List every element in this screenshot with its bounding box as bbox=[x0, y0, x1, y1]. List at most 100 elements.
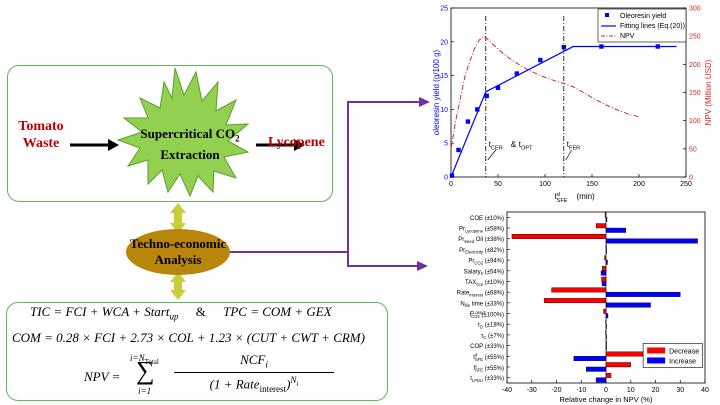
category-label: PrElectricity (±82%) bbox=[459, 248, 504, 255]
eq3-den-sup: Ni bbox=[290, 375, 299, 388]
yield-point bbox=[449, 173, 455, 178]
x-tick-label: 20 bbox=[652, 387, 660, 394]
category-label: COP (±33%) bbox=[470, 344, 504, 350]
legend-label-yield: Oleoresin yield bbox=[620, 13, 666, 20]
y-right-tick-label: 0 bbox=[689, 175, 693, 182]
category-label: Nlife time (±33%) bbox=[460, 301, 504, 308]
legend-marker-increase bbox=[647, 357, 666, 364]
equation-3-numerator: NCFi bbox=[174, 352, 334, 370]
decrease-bar bbox=[601, 276, 607, 282]
legend-label-decrease: Decrease bbox=[669, 348, 699, 355]
legend-marker-decrease bbox=[647, 347, 666, 354]
increase-bar bbox=[605, 227, 626, 233]
x-tick-label: -40 bbox=[502, 387, 512, 394]
double-arrow-bottom bbox=[170, 272, 186, 300]
category-label: TAXCor (±10%) bbox=[465, 280, 504, 287]
yield-point bbox=[561, 45, 566, 50]
fraction-bar bbox=[174, 372, 334, 373]
y-right-tick-label: 300 bbox=[689, 6, 701, 13]
increase-bar bbox=[605, 238, 698, 244]
double-arrow-top bbox=[170, 203, 186, 233]
category-label: COE (±10%) bbox=[470, 216, 504, 222]
increase-bar bbox=[605, 259, 608, 265]
eq3-den-sup-i: i bbox=[296, 379, 299, 388]
category-label: τD (±18%) bbox=[478, 323, 504, 330]
equation-2: COM = 0.28 × FCI + 2.73 × COL + 1.23 × (… bbox=[12, 330, 365, 345]
sum-top: i=N bbox=[130, 353, 145, 363]
category-label: PrCO2 (±94%) bbox=[468, 259, 504, 266]
yield-point bbox=[599, 44, 604, 49]
increase-bar bbox=[605, 217, 608, 223]
increase-bar bbox=[605, 302, 651, 308]
category-label: Rateinterest (±68%) bbox=[457, 291, 504, 298]
decrease-bar bbox=[605, 362, 631, 368]
x-axis-label: Relative change in NPV (%) bbox=[560, 395, 653, 404]
eq1-amp: & bbox=[195, 304, 206, 319]
annotation-label-amp: & bbox=[511, 140, 517, 149]
y-right-tick-label: 200 bbox=[689, 62, 701, 69]
y-left-tick-label: 20 bbox=[440, 39, 448, 46]
fitting-line bbox=[450, 45, 677, 178]
x-tick-label: -20 bbox=[551, 387, 561, 394]
equation-1: TIC = FCI + WCA + Startup & TPC = COM + … bbox=[30, 304, 332, 322]
eq3-den-sup-n: N bbox=[290, 375, 297, 385]
connector-lines bbox=[230, 101, 422, 267]
y-right-tick-label: 150 bbox=[689, 90, 701, 97]
decrease-bar bbox=[605, 330, 607, 336]
eq1-tic: TIC = FCI + WCA + Start bbox=[30, 304, 170, 319]
eq3-num-sub: i bbox=[265, 359, 268, 370]
x-tick-label: 250 bbox=[680, 181, 692, 188]
category-label: PrSeed Oil (±38%) bbox=[458, 237, 504, 244]
output-label: Lycopene bbox=[268, 135, 325, 150]
x-tick-label: 10 bbox=[627, 387, 635, 394]
eq1-tpc: TPC = COM + GEX bbox=[223, 304, 332, 319]
decrease-bar bbox=[551, 287, 607, 293]
x-tick-label: 100 bbox=[539, 181, 551, 188]
burst-label: Supercritical CO2 Extraction bbox=[135, 126, 245, 163]
y-left-axis-label: oleoresin yield (g/100 g) bbox=[432, 49, 441, 135]
x-tick-label: 0 bbox=[449, 181, 453, 188]
x-tick-label: -10 bbox=[576, 387, 586, 394]
output-arrow-head bbox=[294, 139, 305, 151]
yield-point bbox=[475, 107, 480, 112]
increase-bar bbox=[605, 291, 681, 297]
increase-bar bbox=[605, 324, 607, 329]
equations-box bbox=[6, 302, 388, 401]
y-right-tick-label: 250 bbox=[689, 34, 701, 41]
y-left-tick-label: 15 bbox=[440, 73, 448, 80]
yield-point bbox=[538, 57, 543, 63]
annotation-label-cer: tCER bbox=[489, 140, 503, 151]
y-right-axis-label: NPV (Million USD) bbox=[704, 59, 713, 125]
category-label: Salaryh (±54%) bbox=[464, 269, 504, 276]
yield-point bbox=[495, 85, 501, 90]
increase-bar bbox=[605, 313, 609, 319]
decrease-bar bbox=[603, 308, 607, 314]
decrease-bar bbox=[605, 244, 607, 250]
input-label-line2: Waste bbox=[22, 136, 60, 151]
y-left-tick-label: 25 bbox=[440, 6, 448, 13]
yield-point bbox=[514, 71, 519, 76]
increase-bar bbox=[600, 270, 607, 276]
equation-3-lhs: NPV = bbox=[84, 369, 121, 384]
legend-label-npv: NPV bbox=[620, 33, 635, 40]
decrease-bar bbox=[602, 266, 607, 271]
x-tick-label: 150 bbox=[586, 181, 598, 188]
increase-bar bbox=[601, 281, 607, 287]
connector-arrow-bottom bbox=[417, 261, 428, 271]
annotation-arrow-fer bbox=[565, 149, 573, 161]
eq3-den-end: ) bbox=[286, 376, 291, 392]
decrease-bar bbox=[604, 255, 607, 261]
decrease-bar bbox=[605, 372, 612, 378]
yield-point bbox=[465, 119, 471, 124]
yield-point bbox=[655, 44, 660, 49]
eq3-den: (1 + Rate bbox=[209, 376, 260, 392]
input-label-line1: Tomato bbox=[18, 119, 64, 134]
equation-3-denominator: (1 + Rateinterest)Ni bbox=[174, 375, 334, 394]
increase-bar bbox=[605, 249, 607, 255]
